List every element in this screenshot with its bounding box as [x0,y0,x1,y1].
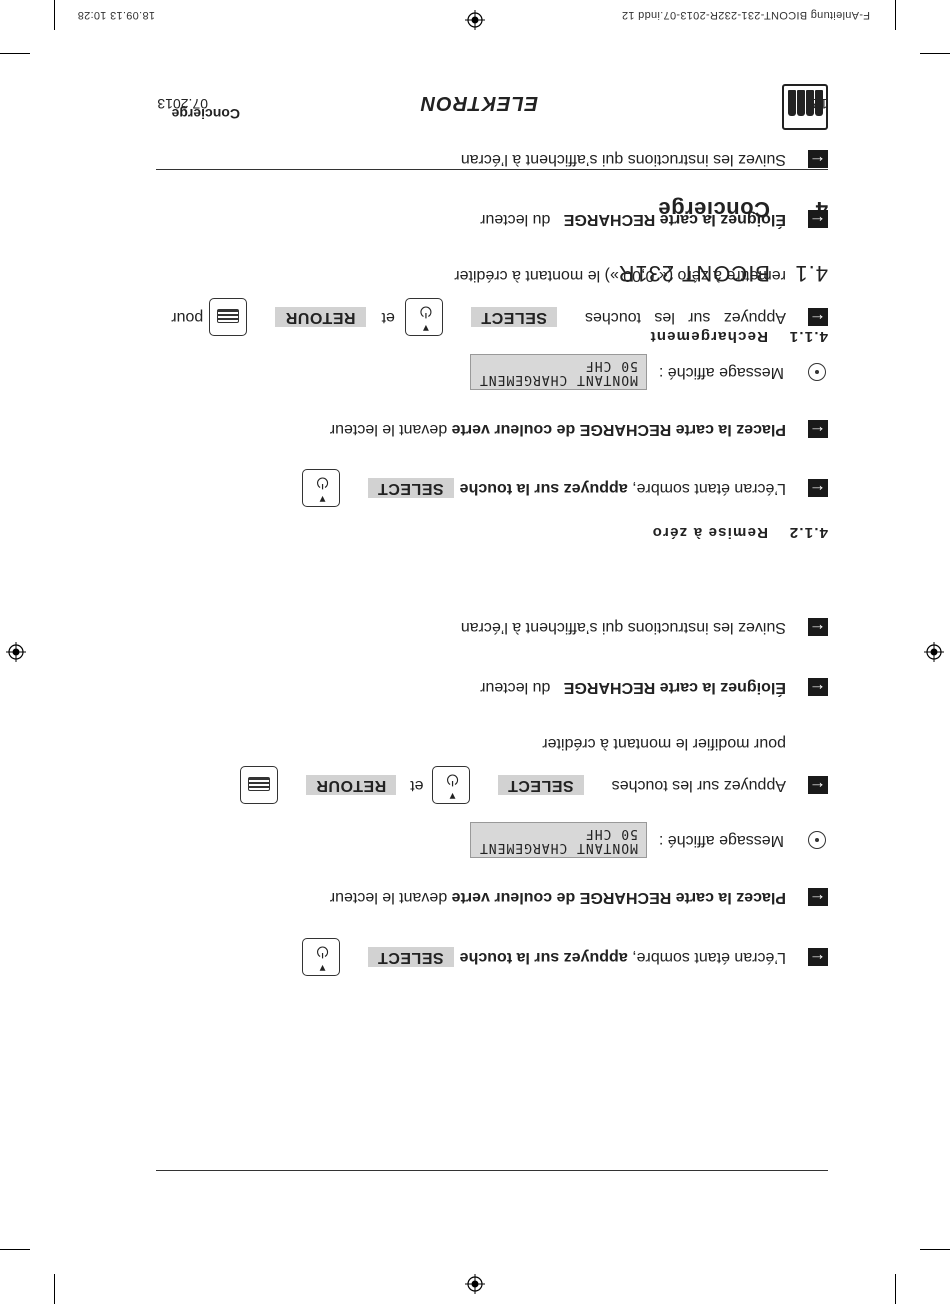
step-row: Suivez les instructions qui s’affichent … [461,618,828,636]
step-arrow-icon [808,618,828,636]
select-key: SELECT [367,947,454,967]
crop-mark [895,0,896,30]
step-text: Éloignez la carte RECHARGE du lecteur [480,679,786,696]
step-arrow-icon [808,678,828,696]
step-row: Appuyez sur les touches SELECT et RETOUR [239,766,828,804]
display-dot-icon [808,363,826,381]
registration-mark-icon [465,10,485,30]
step-text: Appuyez sur les touches [611,777,786,794]
step-text: Placez la carte RECHARGE de couleur vert… [329,421,786,438]
slug-file: F-Anleitung BICONT-231-232R-2013-07.indd… [621,9,870,21]
divider [156,169,828,170]
step-continuation: pour modifier le montant à créditer [542,735,786,752]
step-row: L’écran étant sombre, appuyez sur la tou… [301,938,828,976]
slug-timestamp: 18.09.13 10:28 [77,9,155,21]
registration-mark-icon [924,642,944,662]
power-button-icon [431,766,470,804]
crop-mark [895,1274,896,1304]
step-arrow-icon [808,888,828,906]
step-arrow-icon [808,479,828,497]
power-button-icon [301,938,340,976]
brand-logo: ELEKTRON [420,92,538,114]
page-number: 12 [812,96,828,112]
crop-mark [0,53,30,54]
step-text: Suivez les instructions qui s’affichent … [460,619,786,636]
step-row: Suivez les instructions qui s’affichent … [461,150,828,168]
card-reader-icon [239,766,278,804]
step-row: Placez la carte RECHARGE de couleur vert… [330,888,828,906]
step-text: Placez la carte RECHARGE de couleur vert… [329,889,786,906]
divider [156,1170,828,1171]
crop-mark [54,1274,55,1304]
subsection-title: Remise à zéro [651,524,768,541]
step-arrow-icon [808,776,828,794]
step-arrow-icon [808,308,828,326]
step-text: Suivez les instructions qui s’affichent … [460,151,786,168]
subsection-number: 4.1.2 [788,524,828,541]
step-arrow-icon [808,150,828,168]
card-reader-icon [209,298,248,336]
issue-date: 07.2013 [157,96,208,112]
power-button-icon [301,469,340,507]
registration-mark-icon [6,642,26,662]
crop-mark [920,53,950,54]
step-row: Appuyez sur les touches SELECT et RETOUR… [171,298,828,336]
select-key: SELECT [367,478,454,498]
step-row: L’écran étant sombre, appuyez sur la tou… [301,469,828,507]
select-key: SELECT [497,775,584,795]
registration-mark-icon [465,1274,485,1294]
step-continuation: remettre à zéro (« 0,00 ») le montant à … [454,267,786,284]
select-key: SELECT [470,307,557,327]
message-label: Message affiché : [658,364,784,381]
step-text: Appuyez sur les touches [585,309,786,326]
step-arrow-icon [808,420,828,438]
message-label: Message affiché : [658,832,784,849]
power-button-icon [404,298,443,336]
step-text: L’écran étant sombre, appuyez sur la tou… [459,949,786,966]
step-text: Éloignez la carte RECHARGE du lecteur [480,211,786,228]
display-dot-icon [808,831,826,849]
retour-key: RETOUR [275,307,366,327]
crop-mark [0,1249,30,1250]
section-number: 4.1 [794,261,828,286]
step-row: Placez la carte RECHARGE de couleur vert… [330,420,828,438]
retour-key: RETOUR [305,775,397,795]
crop-mark [54,0,55,30]
crop-mark [920,1249,950,1250]
step-arrow-icon [808,948,828,966]
step-arrow-icon [808,210,828,228]
step-row: Éloignez la carte RECHARGE du lecteur [480,210,828,228]
step-row: Éloignez la carte RECHARGE du lecteur [480,678,828,696]
step-text: L’écran étant sombre, appuyez sur la tou… [459,480,786,497]
